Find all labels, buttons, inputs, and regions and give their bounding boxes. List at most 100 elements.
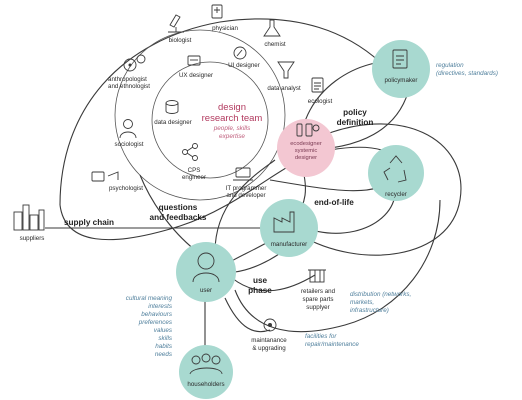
retailers-node: retailers and spare parts supplyer [301, 269, 336, 311]
label-ecologist: ecologist [308, 98, 333, 105]
label-use-line2: phase [248, 286, 272, 295]
note-cultural-item: cultural meaning [126, 295, 173, 302]
factory-icon [273, 211, 295, 233]
city-icon [13, 204, 45, 231]
note-distribution-line2: markets, [350, 299, 374, 306]
team-sub-line1: people, skills [213, 125, 251, 132]
label-user: user [200, 287, 212, 294]
label-manufacturer: manufacturer [271, 241, 307, 248]
node-data-designer: data designer [154, 100, 192, 126]
label-physician: physician [212, 25, 238, 32]
flask-icon [263, 19, 281, 37]
node-sociologist: sociologist [115, 119, 144, 148]
chat-icon [91, 171, 119, 182]
label-end-of-life: end-of-life [314, 198, 354, 207]
node-psychologist: psychologist [91, 171, 143, 192]
label-suppliers: suppliers [20, 235, 45, 242]
label-policy-line1: policy [343, 108, 367, 117]
note-cultural-item: interests [148, 303, 173, 310]
label-data-designer: data designer [154, 119, 192, 126]
label-retailers-line1: retailers and [301, 288, 336, 295]
note-cultural-item: preferences [138, 319, 173, 326]
node-data-analyst: data analyst [267, 61, 301, 92]
label-data-analyst: data analyst [267, 85, 301, 92]
label-anthropologist-line2: and ethnologist [108, 83, 150, 90]
gears-icon [123, 54, 146, 72]
note-facilities-line2: repair/maintenance [305, 341, 359, 348]
hub-manufacturer: manufacturer [260, 199, 318, 257]
label-use-line1: use [253, 276, 268, 285]
document-icon [392, 49, 408, 69]
label-retailers-line3: supplyer [306, 304, 329, 311]
label-biologist: biologist [169, 37, 192, 44]
label-maint-line1: maintanance [251, 337, 287, 344]
label-policy-line2: definition [337, 118, 374, 127]
note-cultural-item: values [154, 327, 173, 334]
note-regulation: regulation (directives, standards) [436, 62, 498, 77]
node-ux-designer: UX designer [179, 55, 213, 79]
design-research-team: design research team people, skills expe… [202, 102, 263, 140]
label-sociologist: sociologist [115, 141, 144, 148]
label-retailers-line2: spare parts [303, 296, 334, 303]
team-sub-line2: expertise [219, 133, 245, 140]
ecodesigner-hub: ecodesigner systemic designer [277, 119, 335, 177]
label-cps-line1: CPS [188, 167, 201, 174]
label-it-line1: IT programmer [226, 185, 267, 192]
hub-user: user [176, 242, 236, 302]
node-chemist: chemist [263, 19, 286, 48]
label-questions-line1: questions [159, 203, 198, 212]
note-distribution-line3: infrastructure) [350, 307, 389, 314]
label-it-line2: and developer [226, 192, 265, 199]
label-anthropologist-line1: anthropologist [108, 76, 147, 83]
note-cultural: cultural meaning interests behaviours pr… [126, 295, 173, 358]
label-maint-line2: & upgrading [252, 345, 286, 352]
team-title-line1: design [218, 102, 246, 113]
hub-householders: householders [179, 345, 233, 399]
note-cultural-item: needs [155, 351, 173, 358]
ecodesigner-line3: designer [295, 155, 317, 161]
note-cultural-item: skills [158, 335, 172, 342]
label-recycler: recycler [385, 191, 407, 198]
label-ui-designer: UI designer [228, 62, 260, 69]
ecodesigner-line1: ecodesigner [290, 141, 322, 147]
document-icon [311, 77, 324, 93]
compass-icon [233, 46, 247, 60]
note-facilities: facilities for repair/maintenance [305, 333, 359, 348]
node-ecologist: ecologist [308, 77, 333, 105]
label-cps-line2: engineer [182, 174, 206, 181]
person-icon [192, 252, 220, 283]
laptop-icon [233, 167, 253, 181]
maintenance-node: maintanance & upgrading [251, 318, 287, 352]
family-icon [189, 353, 223, 375]
note-facilities-line1: facilities for [305, 333, 337, 340]
funnel-icon [277, 61, 295, 79]
network-icon [182, 143, 198, 161]
label-questions-line2: and feedbacks [150, 213, 207, 222]
ecodesigner-line2: systemic [295, 148, 318, 154]
note-cultural-item: behaviours [141, 311, 173, 318]
node-biologist: biologist [168, 14, 192, 44]
recycle-icon [383, 155, 407, 183]
label-ux-designer: UX designer [179, 72, 213, 79]
database-icon [165, 100, 179, 114]
team-title-line2: research team [202, 113, 263, 124]
node-it-programmer: IT programmer and developer [226, 167, 267, 199]
note-distribution-line1: distribution (networks, [350, 291, 411, 298]
ux-icon [187, 55, 201, 66]
node-physician: physician [211, 4, 238, 32]
person-icon [119, 119, 137, 139]
label-policymaker: policymaker [384, 77, 417, 84]
shop-icon [308, 269, 326, 283]
pencil-icon [296, 123, 320, 137]
note-regulation-line2: (directives, standards) [436, 70, 498, 77]
note-regulation-line1: regulation [436, 62, 464, 69]
node-cps-engineer: CPS engineer [182, 143, 206, 181]
microscope-icon [168, 14, 184, 33]
node-ui-designer: UI designer [228, 46, 260, 69]
label-psychologist: psychologist [109, 185, 143, 192]
label-supply-chain: supply chain [64, 218, 114, 227]
bottle-icon [211, 4, 223, 19]
wrench-icon [263, 318, 277, 332]
label-householders: householders [187, 381, 224, 388]
